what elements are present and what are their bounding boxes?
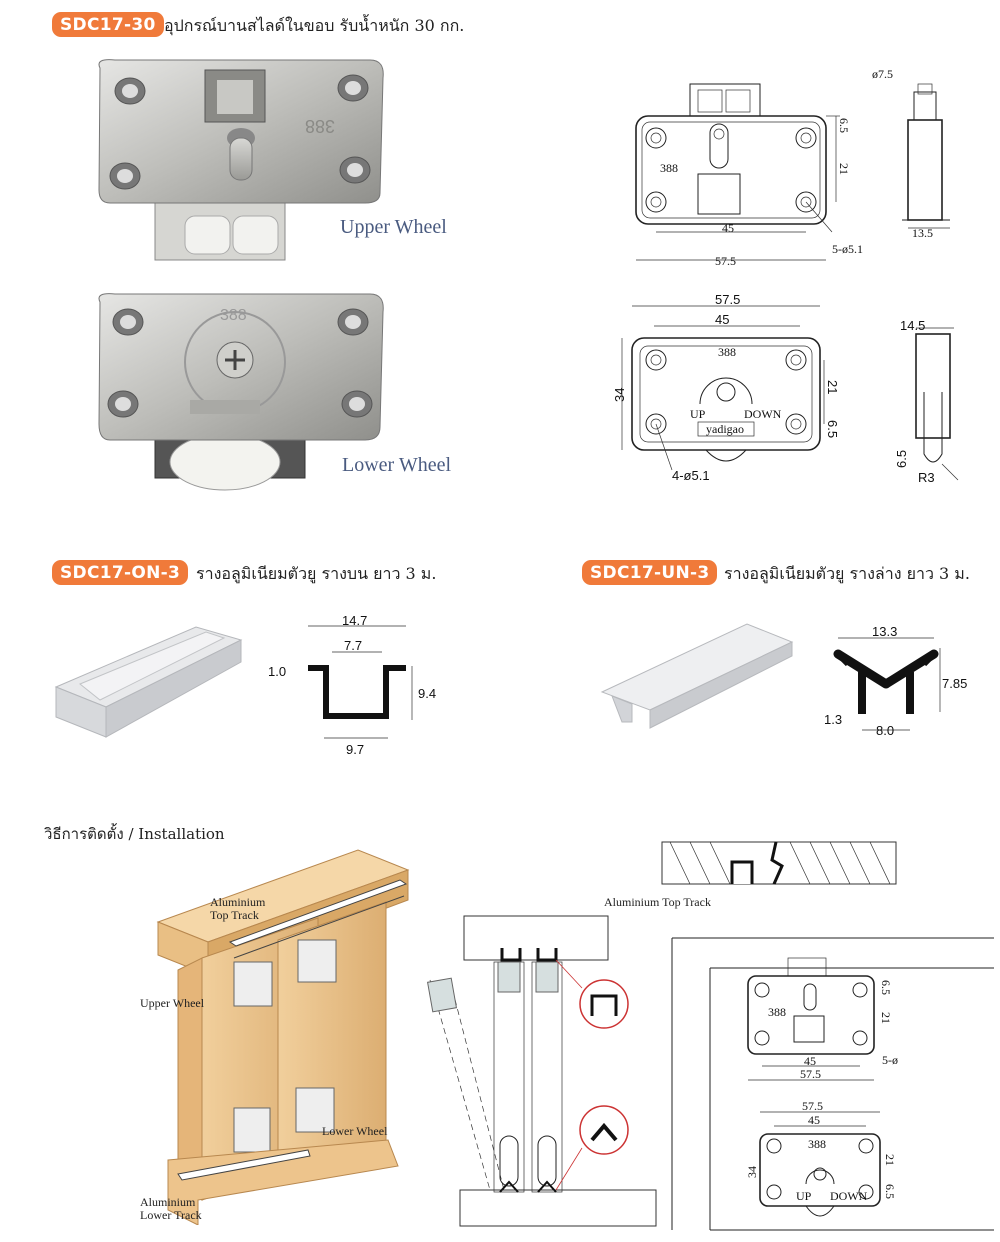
bottom-track-photo	[600, 623, 794, 729]
frame-wheels-drawing: 388 45 57.5 6.5 21 5-ø 388 UP DOWN 57.5 4…	[671, 937, 994, 1231]
small-dim-45-b: 45	[808, 1113, 820, 1127]
svg-text:DOWN: DOWN	[830, 1189, 868, 1203]
dim-57-5-b: 57.5	[715, 294, 740, 307]
stamp-text: 388	[305, 116, 335, 136]
installation-cabinet-diagram	[156, 849, 410, 1225]
dim-holes: 5-ø5.1	[832, 242, 863, 256]
lower-wheel-label: Lower Wheel	[342, 454, 452, 476]
svg-text:388: 388	[808, 1137, 826, 1151]
bottom-track-description: รางอลูมิเนียมตัวยู รางล่าง ยาว 3 ม.	[724, 564, 970, 583]
small-dim-57-5-b: 57.5	[802, 1099, 823, 1113]
brand-label: yadigao	[706, 422, 744, 436]
small-dim-21-b: 21	[883, 1154, 897, 1166]
lower-wheel-drawing: 57.5 45 388 UP DOWN yadigao 34 21 6.5 4-…	[612, 294, 959, 485]
label-upper-wheel: Upper Wheel	[140, 996, 205, 1010]
svg-text:388: 388	[718, 345, 736, 359]
dim-r3: R3	[918, 470, 935, 485]
dim-13-5: 13.5	[912, 226, 933, 240]
dim-d7-5: ø7.5	[872, 67, 893, 81]
top-track-frame-section	[661, 841, 897, 885]
bottom-track-code-badge: SDC17-UN-3	[582, 560, 718, 585]
label-top-track-section: Aluminium Top Track	[604, 895, 711, 909]
small-dim-34: 34	[745, 1166, 759, 1178]
dim-7-7: 7.7	[344, 638, 362, 653]
upper-wheel-drawing: 388 45 57.5 6.5 21 5-ø5.1 ø7.5 13.5	[635, 67, 950, 268]
small-dim-6-5: 6.5	[879, 980, 893, 995]
top-track-section: 14.7 7.7 1.0 9.4 9.7	[268, 613, 436, 757]
dim-1-3: 1.3	[824, 712, 842, 727]
dim-14-5: 14.5	[900, 318, 925, 333]
svg-text:388: 388	[768, 1005, 786, 1019]
small-dim-57-5: 57.5	[800, 1067, 821, 1081]
product-description: อุปกรณ์บานสไลด์ในขอบ รับน้ำหนัก 30 กก.	[164, 16, 465, 35]
label-top-track: Aluminium Top Track	[210, 895, 266, 922]
svg-text:388: 388	[220, 307, 247, 324]
dim-1-0: 1.0	[268, 664, 286, 679]
dim-8-0: 8.0	[876, 723, 894, 738]
installation-title: วิธีการติดตั้ง / Installation	[44, 825, 225, 843]
door-side-section	[426, 915, 657, 1227]
label-lower-track: Aluminium Lower Track	[140, 1195, 202, 1222]
dim-13-3: 13.3	[872, 624, 897, 639]
small-dim-21: 21	[879, 1012, 893, 1024]
top-track-code-badge: SDC17-ON-3	[52, 560, 189, 585]
dim-45: 45	[722, 221, 734, 235]
dim-7-85: 7.85	[942, 676, 967, 691]
dim-9-7: 9.7	[346, 742, 364, 757]
upper-wheel-photo: 388	[98, 59, 384, 261]
small-dim-45: 45	[804, 1054, 816, 1068]
small-dim-6-5-b: 6.5	[883, 1184, 897, 1199]
svg-text:388: 388	[660, 161, 678, 175]
product-code-badge: SDC17-30	[52, 12, 164, 37]
dim-34: 34	[612, 388, 627, 402]
up-label: UP	[690, 407, 706, 421]
label-lower-wheel: Lower Wheel	[322, 1124, 388, 1138]
dim-57-5: 57.5	[715, 254, 736, 268]
dim-6-5-b: 6.5	[825, 420, 840, 438]
dim-6-5-c: 6.5	[894, 450, 909, 468]
top-track-description: รางอลูมิเนียมตัวยู รางบน ยาว 3 ม.	[196, 564, 437, 583]
svg-text:UP: UP	[796, 1189, 812, 1203]
dim-21: 21	[837, 163, 851, 175]
dim-holes-b: 4-ø5.1	[672, 468, 710, 483]
dim-6-5: 6.5	[837, 118, 851, 133]
down-label: DOWN	[744, 407, 782, 421]
small-dim-holes: 5-ø	[882, 1053, 898, 1067]
bottom-track-section: 13.3 7.85 1.3 8.0	[824, 624, 967, 738]
upper-wheel-label: Upper Wheel	[340, 216, 447, 238]
dim-14-7: 14.7	[342, 613, 367, 628]
lower-wheel-photo: 388	[98, 293, 384, 491]
dim-21-b: 21	[825, 380, 840, 394]
dim-9-4: 9.4	[418, 686, 436, 701]
top-track-photo	[54, 626, 243, 738]
dim-45-b: 45	[715, 312, 729, 327]
